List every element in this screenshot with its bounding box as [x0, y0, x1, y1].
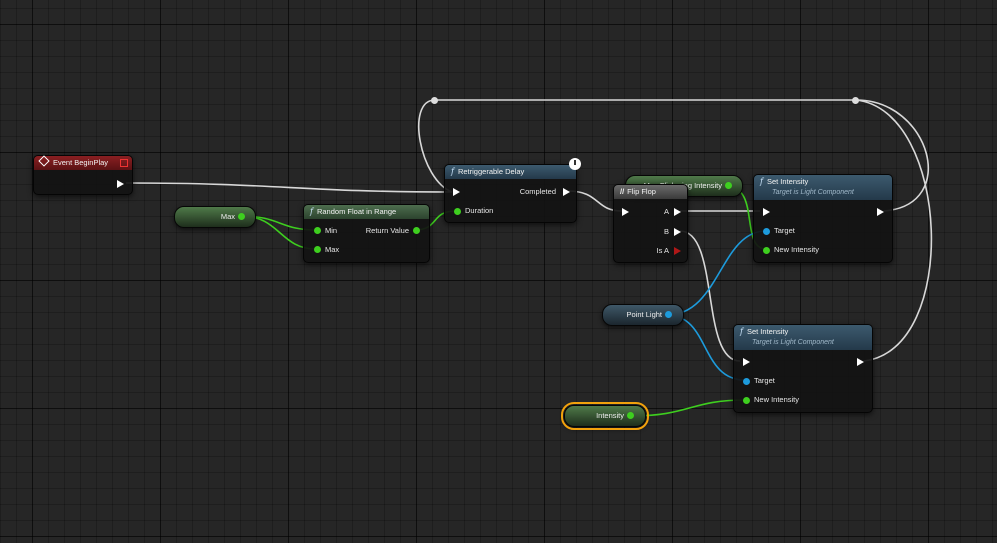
node-title: Set Intensity [766, 177, 809, 186]
exec-wire-beginplay-delay [125, 182, 453, 193]
float-wire-intensity-newintensity [629, 399, 746, 417]
return-value-pin-label: Return Value [365, 226, 409, 235]
exec-out-pin[interactable] [877, 208, 884, 216]
node-title: Event BeginPlay [53, 158, 109, 167]
output-delegate-icon[interactable] [120, 159, 128, 167]
reroute-node-right[interactable] [852, 97, 859, 104]
duration-in-pin[interactable] [454, 208, 461, 215]
exec-in-pin[interactable] [453, 188, 460, 196]
float-out-pin[interactable] [238, 213, 245, 220]
new-intensity-pin-label: New Intensity [774, 245, 820, 254]
function-icon: f [740, 327, 743, 336]
variable-label: Max [220, 212, 235, 221]
float-out-pin[interactable] [725, 182, 732, 189]
function-icon: f [760, 177, 763, 186]
variable-label: Point Light [626, 310, 662, 319]
exec-wire-b-set2 [679, 230, 741, 362]
exec-out-pin[interactable] [117, 180, 124, 188]
min-in-pin[interactable] [314, 227, 321, 234]
new-intensity-pin-label: New Intensity [754, 395, 800, 404]
node-title: Flip Flop [627, 187, 656, 196]
event-diamond-icon [38, 155, 50, 167]
target-in-pin[interactable] [743, 378, 750, 385]
target-pin-label: Target [754, 376, 775, 385]
return-value-out-pin[interactable] [413, 227, 420, 234]
object-out-pin[interactable] [665, 311, 672, 318]
exec-in-pin[interactable] [622, 208, 629, 216]
target-pin-label: Target [774, 226, 795, 235]
completed-pin-label: Completed [519, 187, 556, 196]
float-out-pin[interactable] [627, 412, 634, 419]
b-pin-label: B [663, 227, 669, 236]
exec-in-pin[interactable] [743, 358, 750, 366]
is-a-bool-out-pin[interactable] [674, 247, 681, 255]
node-title: Retriggerable Delay [457, 167, 525, 176]
exec-out-pin[interactable] [857, 358, 864, 366]
completed-exec-out-pin[interactable] [563, 188, 570, 196]
a-pin-label: A [663, 207, 669, 216]
target-in-pin[interactable] [763, 228, 770, 235]
node-title: Random Float in Range [316, 207, 397, 216]
duration-pin-label: Duration [465, 206, 494, 215]
is-a-pin-label: Is A [656, 246, 669, 255]
macro-icon: // [620, 187, 625, 196]
max-pin-label: Max [325, 245, 340, 254]
max-variable-node[interactable]: Max [174, 206, 256, 228]
node-header: //Flip Flop [614, 185, 687, 199]
node-subtitle: Target is Light Component [772, 189, 854, 196]
reroute-node-left[interactable] [431, 97, 438, 104]
event-begin-play-node[interactable]: Event BeginPlay [33, 155, 133, 195]
function-icon: f [451, 167, 454, 176]
point-light-variable-node[interactable]: Point Light [602, 304, 684, 326]
latent-clock-icon [569, 158, 581, 170]
function-icon: f [310, 207, 313, 216]
b-exec-out-pin[interactable] [674, 228, 681, 236]
flip-flop-node[interactable]: //Flip Flop A B Is A [613, 184, 688, 263]
node-subtitle: Target is Light Component [752, 339, 834, 346]
node-header: Event BeginPlay [34, 155, 132, 170]
variable-label: Intensity [596, 411, 624, 420]
min-pin-label: Min [325, 226, 338, 235]
exec-in-pin[interactable] [763, 208, 770, 216]
node-title: Set Intensity [746, 327, 789, 336]
intensity-variable-node[interactable]: Intensity [561, 402, 649, 430]
max-in-pin[interactable] [314, 246, 321, 253]
new-intensity-in-pin[interactable] [743, 397, 750, 404]
new-intensity-in-pin[interactable] [763, 247, 770, 254]
a-exec-out-pin[interactable] [674, 208, 681, 216]
